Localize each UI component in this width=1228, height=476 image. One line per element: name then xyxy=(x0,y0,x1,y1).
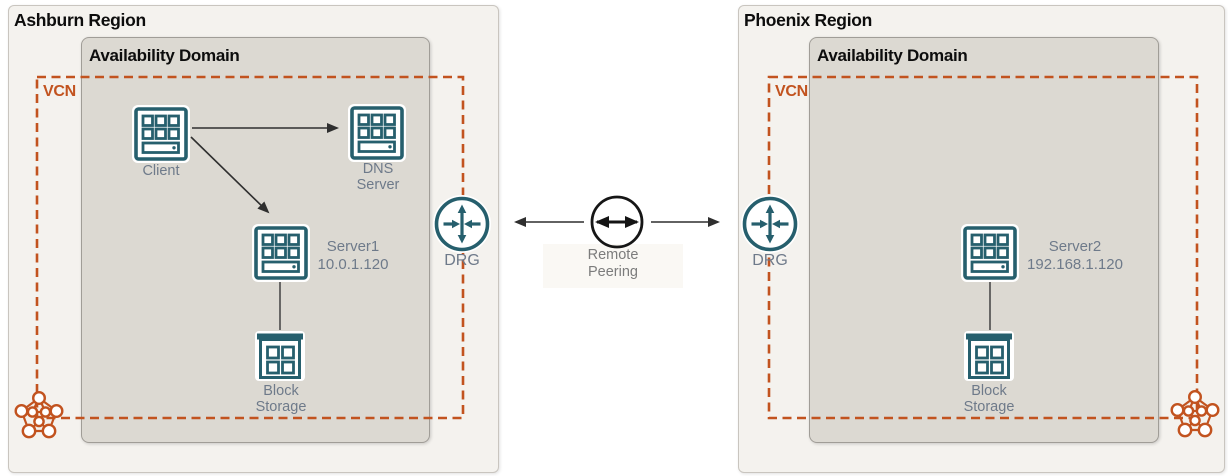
phoenix-availability-domain-title: Availability Domain xyxy=(817,46,968,65)
server2-compute-icon xyxy=(961,224,1019,282)
phoenix-region-title: Phoenix Region xyxy=(744,10,873,30)
ashburn-drg-icon xyxy=(433,195,491,253)
phoenix-vcn-network-icon xyxy=(1170,389,1220,439)
remote-peering-label-background xyxy=(543,244,683,288)
client-compute-icon xyxy=(132,105,190,163)
server1-label: Server1 10.0.1.120 xyxy=(317,238,389,273)
dns-server-label: DNS Server xyxy=(356,161,400,193)
dns-server-compute-icon xyxy=(348,104,406,162)
ashburn-block-storage-icon xyxy=(255,331,305,381)
phoenix-drg-label: DRG xyxy=(752,252,788,269)
remote-peering-label: Remote Peering xyxy=(587,247,639,280)
phoenix-vcn-label: VCN xyxy=(775,83,808,100)
remote-peering-icon xyxy=(590,195,644,249)
ashburn-drg-label: DRG xyxy=(444,252,480,269)
ashburn-availability-domain-title: Availability Domain xyxy=(89,46,240,65)
phoenix-block-storage-label: Block Storage xyxy=(963,383,1015,415)
phoenix-block-storage-icon xyxy=(964,331,1014,381)
ashburn-region-title: Ashburn Region xyxy=(14,10,146,30)
ashburn-block-storage-label: Block Storage xyxy=(255,383,307,415)
phoenix-drg-icon xyxy=(741,195,799,253)
ashburn-vcn-network-icon xyxy=(14,390,64,440)
client-label: Client xyxy=(142,163,180,179)
ashburn-vcn-label: VCN xyxy=(43,83,76,100)
server2-label: Server2 192.168.1.120 xyxy=(1027,238,1123,273)
